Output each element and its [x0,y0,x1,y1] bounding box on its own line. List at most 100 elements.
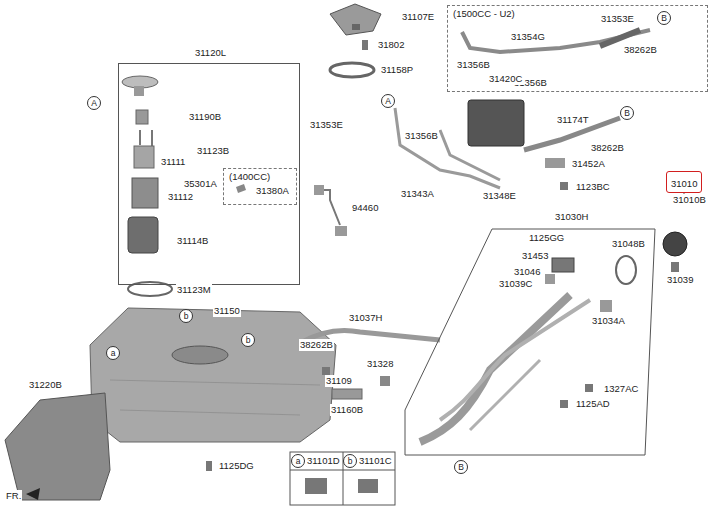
callout-number: 31420C [488,73,523,85]
callout-number: 1125DG [218,460,255,472]
sensor-head [314,185,324,195]
circle-reference: A [381,94,395,108]
legend-table [290,452,395,505]
vent-pipe-2 [470,360,540,430]
callout-number: 31150 [213,305,241,317]
callout-number: 31037H [348,312,383,324]
part-31046 [545,274,555,284]
pad-31101c [358,479,378,493]
circle-reference: a [106,346,120,360]
callout-number: 31353E [600,13,635,25]
bracket-31452a [545,158,565,168]
filter-31112 [132,178,158,208]
part-31160b [332,389,362,399]
callout-number: 1125GG [528,232,565,244]
callout-number: 31356B [456,59,491,71]
shield-31220b [5,393,110,500]
callout-number: 31101C [358,455,393,467]
callout-number: 31109 [325,375,353,387]
part-text: b [184,311,189,321]
pump-stem [134,86,144,96]
plate-hole [352,24,360,30]
strainer-31114b [128,217,158,253]
front-arrow [26,488,40,500]
assembly-outline: 31030H [400,228,700,460]
part-31380a [236,184,246,193]
callout-number: 31220B [28,379,63,391]
part-text: a [296,456,301,466]
callout-number: 31354G [510,31,546,43]
canister-31420c [468,100,524,146]
part-text: A [91,98,97,108]
callout-number: FR. [5,490,22,502]
sensor-94460 [314,185,347,236]
bolt-1123bc [560,182,568,190]
bolt-1125ad [560,400,568,408]
circle-reference: b [343,454,357,468]
circle-reference: B [454,460,468,474]
ring-31048b [616,256,636,284]
part-text: B [458,462,464,472]
circle-reference: A [87,96,101,110]
callout-number: 31452A [571,158,606,170]
bolt-1327ac [585,384,593,392]
callout-number: 1327AC [603,383,639,395]
hose-31354g [462,30,650,52]
callout-number: 31158P [380,64,414,76]
tank-31150 [90,308,336,442]
pump-module [122,76,246,253]
callout-number: 31190B [188,111,222,123]
callout-number: 31034A [591,315,626,327]
clip-31328 [380,376,390,386]
plate-31107e [330,4,381,35]
callout-number: 31343A [400,188,435,200]
bolt-1125dg [206,461,212,471]
callout-number: 31453 [521,250,549,262]
part-text: A [385,96,391,106]
callout-number: 31048B [611,238,646,250]
assembly-box: 31120L(1400CC) [118,63,300,285]
callout-number: 35301A [183,178,218,190]
part-text: (1400CC) [229,171,291,183]
table-frame [290,452,395,505]
callout-number: 31174T [556,114,590,126]
fuel-tank [5,282,440,500]
callout-number: 38262B [590,142,625,154]
circle-reference: b [179,309,193,323]
callout-number: 31039C [498,278,533,290]
circle-reference: b [241,333,255,347]
part-31109 [322,367,330,375]
callout-number: 31802 [377,39,405,51]
assembly-outline-line [405,229,655,455]
pad-31101d [305,478,327,494]
callout-number: 31328 [366,358,394,370]
cap-31453 [552,258,574,272]
part-text: 31030H [553,211,590,223]
callout-number: 31114B [176,235,209,247]
callout-number: 31160B [330,404,364,416]
assembly-outline-shape [400,228,700,460]
callout-number: 31046 [513,266,541,278]
part-31039 [671,262,679,272]
callout-number: 1123BC [575,181,611,193]
variant-box: (1500CC - U2)B [447,5,708,92]
tank-opening [172,346,228,364]
callout-number: 31123M [176,284,212,296]
part-31111 [134,146,154,168]
vapor-hoses [395,30,650,190]
sensor-float [335,226,347,236]
callout-number: 31356B [404,130,439,142]
callout-number: 31380A [255,185,290,197]
circle-reference: B [657,11,671,25]
bolt-31802 [362,40,368,50]
circle-reference: B [620,106,634,120]
top-plate [330,4,381,77]
callout-number: 38262B [623,44,658,56]
vent-pipe [440,300,590,420]
callout-number: 31101D [306,455,341,467]
tank-ribs [110,380,320,415]
callout-number: 31107E [401,11,435,23]
callout-number: 31348E [482,190,517,202]
callout-number: 31010B [672,194,707,206]
